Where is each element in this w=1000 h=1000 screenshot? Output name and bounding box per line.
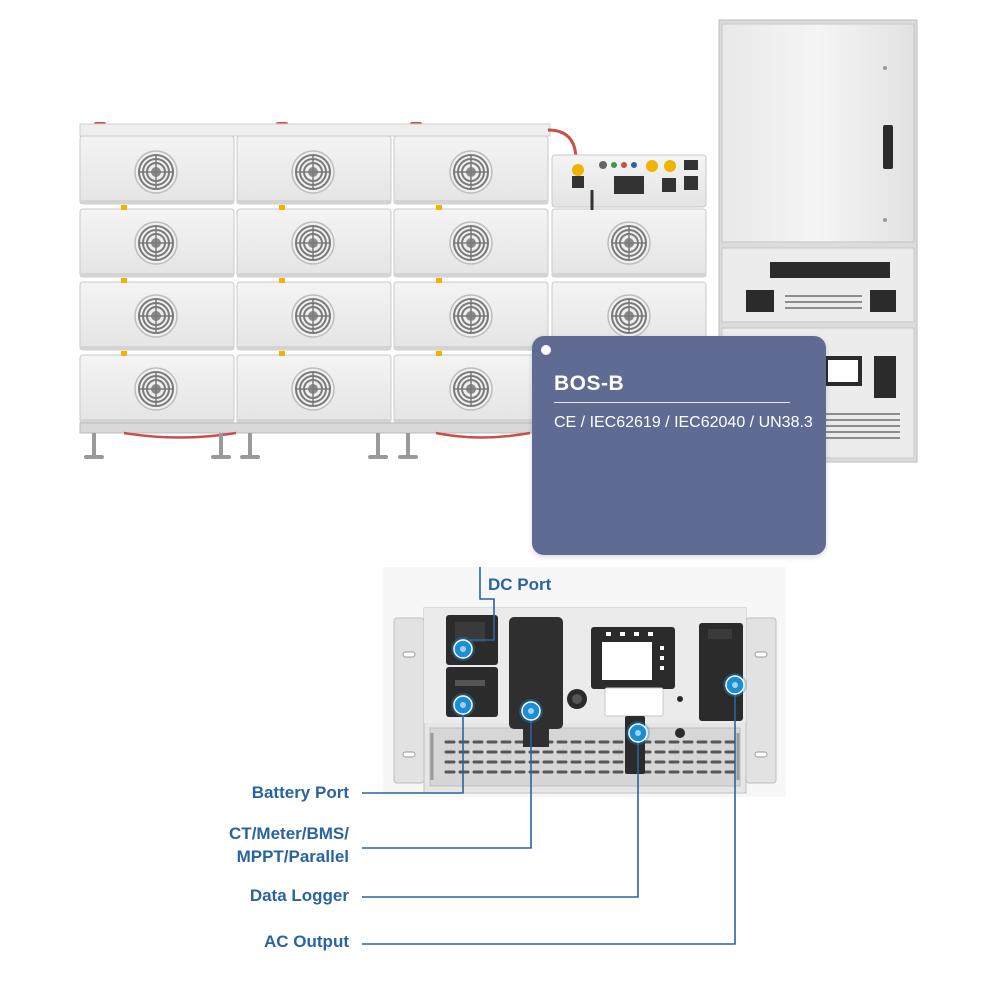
model-name: BOS-B [554,372,625,395]
data-logger-leader [362,735,639,898]
ac-output-leader [362,687,736,945]
product-card: BOS-B CE / IEC62619 / IEC62040 / UN38.3 [532,336,826,555]
data-logger-label: Data Logger [249,886,349,905]
control-box [551,154,707,210]
ct-meter-label-line2: MPPT/Parallel [236,847,349,866]
card-hole-dot [541,345,551,355]
callout-lines [362,567,736,945]
dc-port-leader [470,567,495,641]
ct-meter-bms-label: CT/Meter/BMS/ MPPT/Parallel [229,822,349,868]
status-led-icon [606,632,664,670]
card-divider [554,402,790,403]
ct-meter-leader [362,713,532,849]
dc-port-label: DC Port [488,575,552,594]
ac-output-label: AC Output [264,932,349,951]
battery-port-leader [362,709,464,794]
battery-rack [79,122,707,459]
ct-meter-label-line1: CT/Meter/BMS/ [229,824,349,843]
inverter-front-panel [383,567,786,797]
battery-port-label: Battery Port [251,783,349,802]
certifications-text: CE / IEC62619 / IEC62040 / UN38.3 [554,414,813,431]
